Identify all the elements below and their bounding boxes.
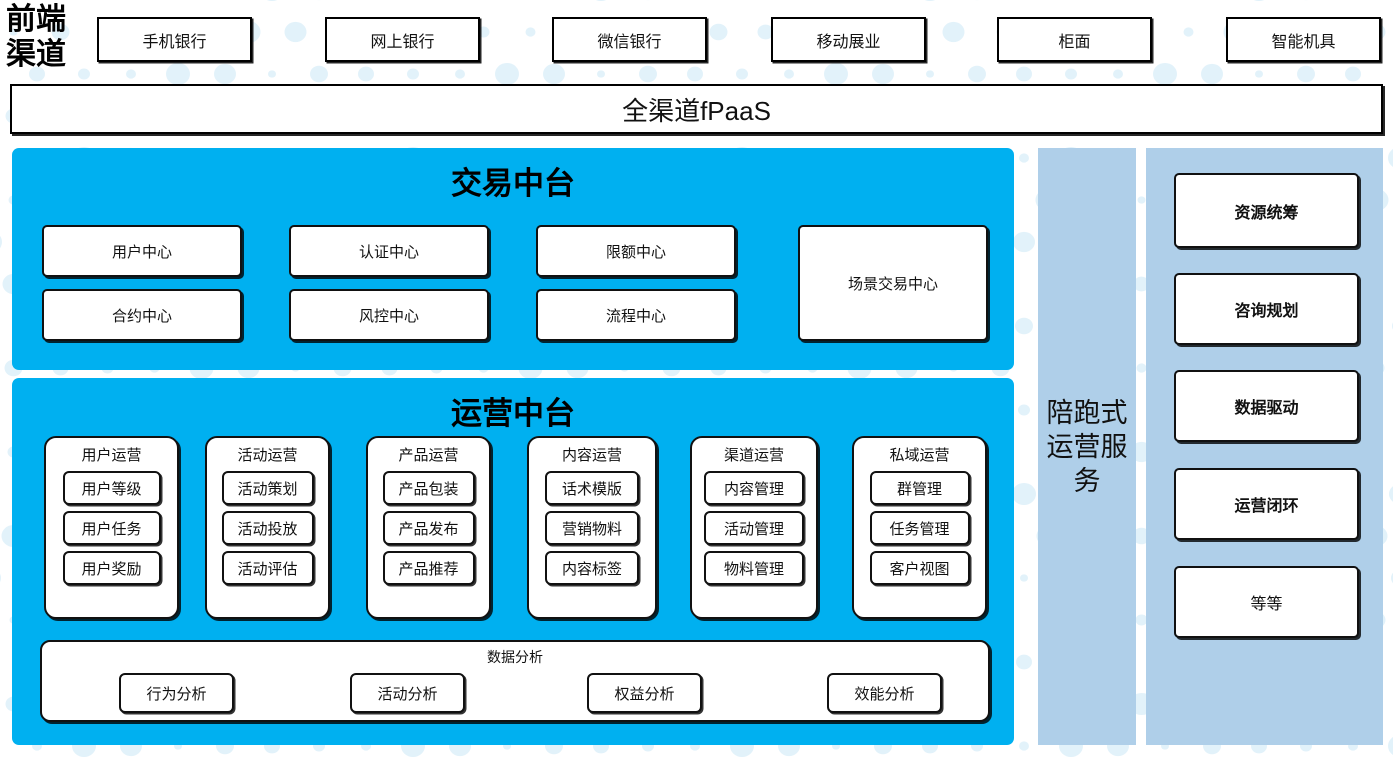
trade-card-user-center[interactable]: 用户中心 bbox=[42, 225, 242, 277]
trade-card-auth-center[interactable]: 认证中心 bbox=[289, 225, 489, 277]
trade-card-process-center[interactable]: 流程中心 bbox=[536, 289, 736, 341]
data-analysis-item[interactable]: 活动分析 bbox=[350, 673, 465, 713]
value-box-operation-closed-loop[interactable]: 运营闭环 bbox=[1174, 468, 1359, 540]
trade-card-scene-trade-center[interactable]: 场景交易中心 bbox=[798, 225, 988, 341]
operation-center-title: 运营中台 bbox=[451, 396, 575, 431]
operation-item[interactable]: 活动投放 bbox=[221, 511, 314, 545]
channel-box-counter[interactable]: 柜面 bbox=[997, 17, 1152, 62]
trade-center-title: 交易中台 bbox=[451, 166, 575, 201]
trade-card-risk-center[interactable]: 风控中心 bbox=[289, 289, 489, 341]
operation-item[interactable]: 产品发布 bbox=[382, 511, 475, 545]
operation-item[interactable]: 客户视图 bbox=[869, 551, 970, 585]
operation-item[interactable]: 产品包装 bbox=[382, 471, 475, 505]
channel-box-online-bank[interactable]: 网上银行 bbox=[325, 17, 480, 62]
accompanying-operation-service-label: 陪跑式运营服务 bbox=[1046, 397, 1128, 496]
operation-item[interactable]: 内容管理 bbox=[704, 471, 804, 505]
operation-item[interactable]: 内容标签 bbox=[545, 551, 639, 585]
operation-item[interactable]: 用户等级 bbox=[62, 471, 161, 505]
operation-column-private-domain: 私域运营 群管理 任务管理 客户视图 bbox=[852, 436, 987, 619]
front-end-channel-label: 前端 渠道 bbox=[6, 2, 94, 74]
operation-item[interactable]: 话术模版 bbox=[545, 471, 639, 505]
channel-box-mobile-business[interactable]: 移动展业 bbox=[771, 17, 926, 62]
operation-item[interactable]: 用户任务 bbox=[62, 511, 161, 545]
data-analysis-title: 数据分析 bbox=[487, 649, 543, 665]
operation-column-product: 产品运营 产品包装 产品发布 产品推荐 bbox=[366, 436, 491, 619]
operation-column-title: 用户运营 bbox=[81, 447, 142, 464]
operation-column-title: 内容运营 bbox=[561, 447, 622, 464]
front-end-channel-label-line1: 前端 bbox=[6, 3, 66, 36]
channel-box-smart-machine[interactable]: 智能机具 bbox=[1226, 17, 1381, 62]
channel-box-wechat-bank[interactable]: 微信银行 bbox=[552, 17, 707, 62]
operation-item[interactable]: 用户奖励 bbox=[62, 551, 161, 585]
operation-column-channel: 渠道运营 内容管理 活动管理 物料管理 bbox=[690, 436, 818, 619]
operation-item[interactable]: 任务管理 bbox=[869, 511, 970, 545]
value-box-data-driven[interactable]: 数据驱动 bbox=[1174, 370, 1359, 442]
operation-item[interactable]: 群管理 bbox=[869, 471, 970, 505]
service-value-panel: 资源统筹 咨询规划 数据驱动 运营闭环 等等 bbox=[1146, 148, 1383, 745]
operation-column-user: 用户运营 用户等级 用户任务 用户奖励 bbox=[44, 436, 179, 619]
value-box-etc[interactable]: 等等 bbox=[1174, 566, 1359, 638]
operation-center-panel: 运营中台 用户运营 用户等级 用户任务 用户奖励 活动运营 活动策划 活动投放 … bbox=[12, 378, 1014, 745]
data-analysis-item[interactable]: 权益分析 bbox=[587, 673, 702, 713]
operation-column-title: 渠道运营 bbox=[723, 447, 784, 464]
operation-column-title: 产品运营 bbox=[398, 447, 459, 464]
operation-item[interactable]: 物料管理 bbox=[704, 551, 804, 585]
data-analysis-box: 数据分析 行为分析 活动分析 权益分析 效能分析 bbox=[40, 640, 990, 722]
channel-box-mobile-bank[interactable]: 手机银行 bbox=[97, 17, 252, 62]
operation-column-title: 私域运营 bbox=[889, 447, 950, 464]
operation-item[interactable]: 活动管理 bbox=[704, 511, 804, 545]
value-box-consulting-planning[interactable]: 咨询规划 bbox=[1174, 273, 1359, 345]
data-analysis-item[interactable]: 行为分析 bbox=[119, 673, 234, 713]
operation-item[interactable]: 活动策划 bbox=[221, 471, 314, 505]
operation-item[interactable]: 产品推荐 bbox=[382, 551, 475, 585]
operation-column-content: 内容运营 话术模版 营销物料 内容标签 bbox=[527, 436, 657, 619]
operation-column-title: 活动运营 bbox=[237, 447, 298, 464]
value-box-resource-coordination[interactable]: 资源统筹 bbox=[1174, 173, 1359, 248]
data-analysis-item[interactable]: 效能分析 bbox=[827, 673, 942, 713]
trade-card-contract-center[interactable]: 合约中心 bbox=[42, 289, 242, 341]
trade-center-panel: 交易中台 用户中心 认证中心 限额中心 合约中心 风控中心 流程中心 场景交易中… bbox=[12, 148, 1014, 370]
omnichannel-fpaas-bar[interactable]: 全渠道fPaaS bbox=[10, 84, 1383, 134]
operation-column-activity: 活动运营 活动策划 活动投放 活动评估 bbox=[205, 436, 330, 619]
operation-item[interactable]: 营销物料 bbox=[545, 511, 639, 545]
front-end-channel-label-line2: 渠道 bbox=[6, 38, 66, 71]
trade-card-limit-center[interactable]: 限额中心 bbox=[536, 225, 736, 277]
operation-item[interactable]: 活动评估 bbox=[221, 551, 314, 585]
accompanying-operation-service-panel: 陪跑式运营服务 bbox=[1038, 148, 1136, 745]
